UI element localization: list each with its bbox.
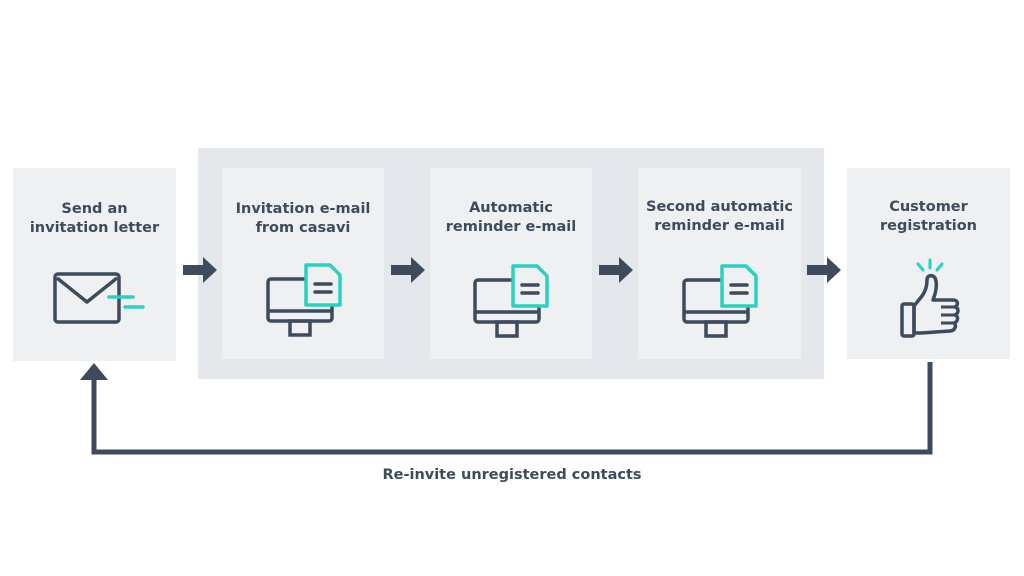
step-label-line2: registration [879, 218, 978, 234]
step-label-line2: reminder e-mail [654, 218, 785, 234]
reinvite-loop-label: Re-invite unregistered contacts [382, 467, 642, 483]
step-label: Customer registration [847, 198, 1010, 236]
step-label-line2: invitation letter [29, 220, 160, 236]
step-second-reminder: Second automatic reminder e-mail [638, 168, 801, 359]
step-label-line2: from casavi [255, 220, 351, 236]
thumbs-up-icon [900, 258, 960, 338]
step-label: Second automatic reminder e-mail [638, 198, 801, 236]
step-label-line1: Automatic [469, 200, 553, 216]
monitor-document-icon [473, 264, 549, 338]
arrow-right-icon [807, 257, 841, 283]
arrow-right-icon [391, 257, 425, 283]
step-label: Send an invitation letter [13, 200, 176, 238]
arrow-right-icon [599, 257, 633, 283]
monitor-document-icon [266, 263, 342, 337]
step-automatic-reminder: Automatic reminder e-mail [430, 168, 592, 359]
envelope-icon [53, 272, 145, 324]
step-label-line1: Invitation e-mail [235, 201, 371, 217]
step-label-line1: Send an [61, 201, 128, 217]
step-label-line1: Customer [889, 199, 968, 215]
step-label-line2: reminder e-mail [445, 219, 577, 235]
arrow-right-icon [183, 257, 217, 283]
step-label: Automatic reminder e-mail [430, 199, 592, 237]
step-label: Invitation e-mail from casavi [222, 200, 384, 238]
step-customer-registration: Customer registration [847, 168, 1010, 359]
monitor-document-icon [682, 264, 758, 338]
step-label-line1: Second automatic [646, 199, 793, 215]
step-send-invitation-letter: Send an invitation letter [13, 168, 176, 361]
step-invitation-email: Invitation e-mail from casavi [222, 168, 384, 359]
